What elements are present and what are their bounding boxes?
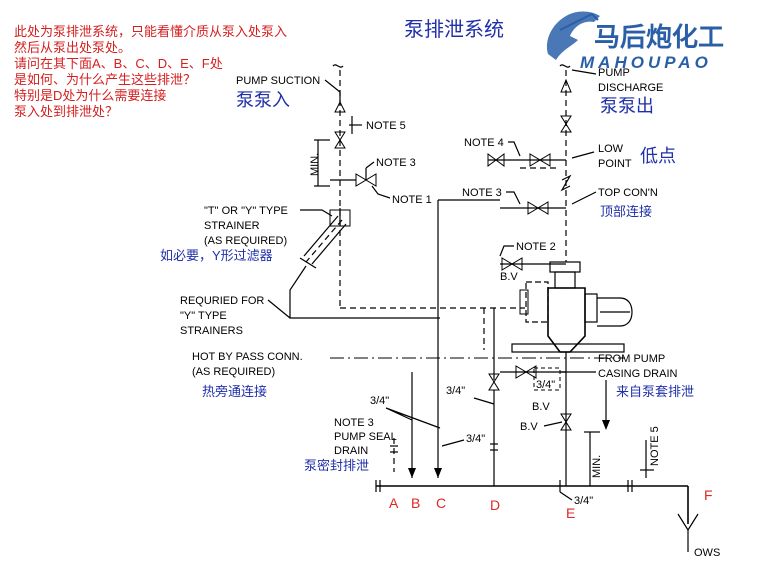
- note3-b-label: NOTE 3: [462, 187, 502, 199]
- horse-head-icon: [546, 11, 600, 60]
- question-line-2: 然后从泵出处泵处。: [14, 40, 131, 55]
- note2-label: NOTE 2: [516, 241, 556, 253]
- min-right-label: MIN.: [591, 455, 603, 478]
- size-34-d: 3/4": [466, 433, 485, 445]
- size-34-e: 3/4": [574, 495, 593, 507]
- question-line-5: 特别是D处为什么需要连接: [14, 88, 166, 103]
- pump-suction-label: PUMP SUCTION: [236, 75, 320, 87]
- bv-upper-label: B.V: [500, 271, 518, 283]
- diagram-title: 泵排泄系统: [404, 18, 504, 41]
- strainer-label-1: "T" OR "Y" TYPE: [204, 205, 288, 217]
- note3-seal-label-2: PUMP SEAL: [334, 431, 397, 443]
- logo-english: MAHOUPAO: [580, 53, 712, 72]
- from-pump-label-1: FROM PUMP: [598, 353, 665, 365]
- note4-label: NOTE 4: [464, 137, 504, 149]
- strainer: [299, 208, 351, 269]
- strainer-label-2: STRAINER: [204, 220, 260, 232]
- hot-bypass-label-1: HOT BY PASS CONN.: [192, 351, 303, 363]
- low-point-label-1: LOW: [598, 143, 624, 155]
- mahoupao-logo: 马后炮化工 MAHOUPAO: [546, 11, 724, 72]
- question-line-6: 泵入处到排泄处？: [14, 104, 118, 119]
- size-34-c: 3/4": [536, 379, 555, 391]
- note5-right-label: NOTE 5: [649, 426, 661, 466]
- letter-e: E: [566, 505, 575, 521]
- hot-bypass-cn: 热旁通连接: [202, 384, 267, 399]
- size-34-a: 3/4": [370, 395, 389, 407]
- low-point-label-2: POINT: [598, 158, 632, 170]
- question-line-4: 是如何、为什么产生这些排泄？: [14, 72, 196, 87]
- from-pump-cn: 来自泵套排泄: [616, 384, 694, 399]
- question-line-3: 请问在其下面A、B、C、D、E、F处: [14, 56, 223, 71]
- discharge-line: [559, 64, 572, 262]
- strainer-label-3: (AS REQUIRED): [204, 235, 287, 247]
- pump-discharge-label-1: PUMP: [598, 67, 630, 79]
- letter-a: A: [389, 495, 399, 511]
- pump-discharge-label-2: DISCHARGE: [598, 82, 663, 94]
- letter-c: C: [436, 495, 446, 511]
- ows-label: OWS: [694, 547, 720, 559]
- strainer-cn: 如必要，Y形过滤器: [160, 248, 273, 263]
- from-pump-label-2: CASING DRAIN: [598, 368, 678, 380]
- note3-seal-label-1: NOTE 3: [334, 417, 374, 429]
- top-conn-label: TOP CON'N: [598, 187, 658, 199]
- letter-d: D: [490, 497, 500, 513]
- low-point-cn: 低点: [640, 146, 676, 166]
- required-label-3: STRAINERS: [180, 325, 243, 337]
- size-34-b: 3/4": [446, 385, 465, 397]
- required-label-2: "Y" TYPE: [180, 310, 227, 322]
- seal-drain-cn: 泵密封排泄: [304, 458, 369, 473]
- note3-a-label: NOTE 3: [376, 157, 416, 169]
- logo-chinese: 马后炮化工: [594, 22, 724, 52]
- letter-f: F: [704, 487, 713, 503]
- question-line-1: 此处为泵排泄系统，只能看懂介质从泵入处泵入: [14, 24, 287, 39]
- note3-seal-label-3: DRAIN: [334, 445, 368, 457]
- note1-label: NOTE 1: [392, 194, 432, 206]
- required-label-1: REQURIED FOR: [180, 295, 264, 307]
- letter-b: B: [411, 495, 420, 511]
- pump-suction-cn: 泵泵入: [236, 90, 290, 110]
- bv-low-label: B.V: [520, 421, 538, 433]
- question-text: 此处为泵排泄系统，只能看懂介质从泵入处泵入 然后从泵出处泵处。 请问在其下面A、…: [14, 24, 287, 119]
- pump-body: [511, 261, 633, 353]
- pump-discharge-cn: 泵泵出: [600, 96, 654, 116]
- bv-mid-label: B.V: [532, 401, 550, 413]
- hot-bypass-label-2: (AS REQUIRED): [192, 366, 275, 378]
- note5-top-label: NOTE 5: [366, 120, 406, 132]
- min-left-label: MIN.: [309, 153, 321, 176]
- top-conn-cn: 顶部连接: [600, 204, 652, 219]
